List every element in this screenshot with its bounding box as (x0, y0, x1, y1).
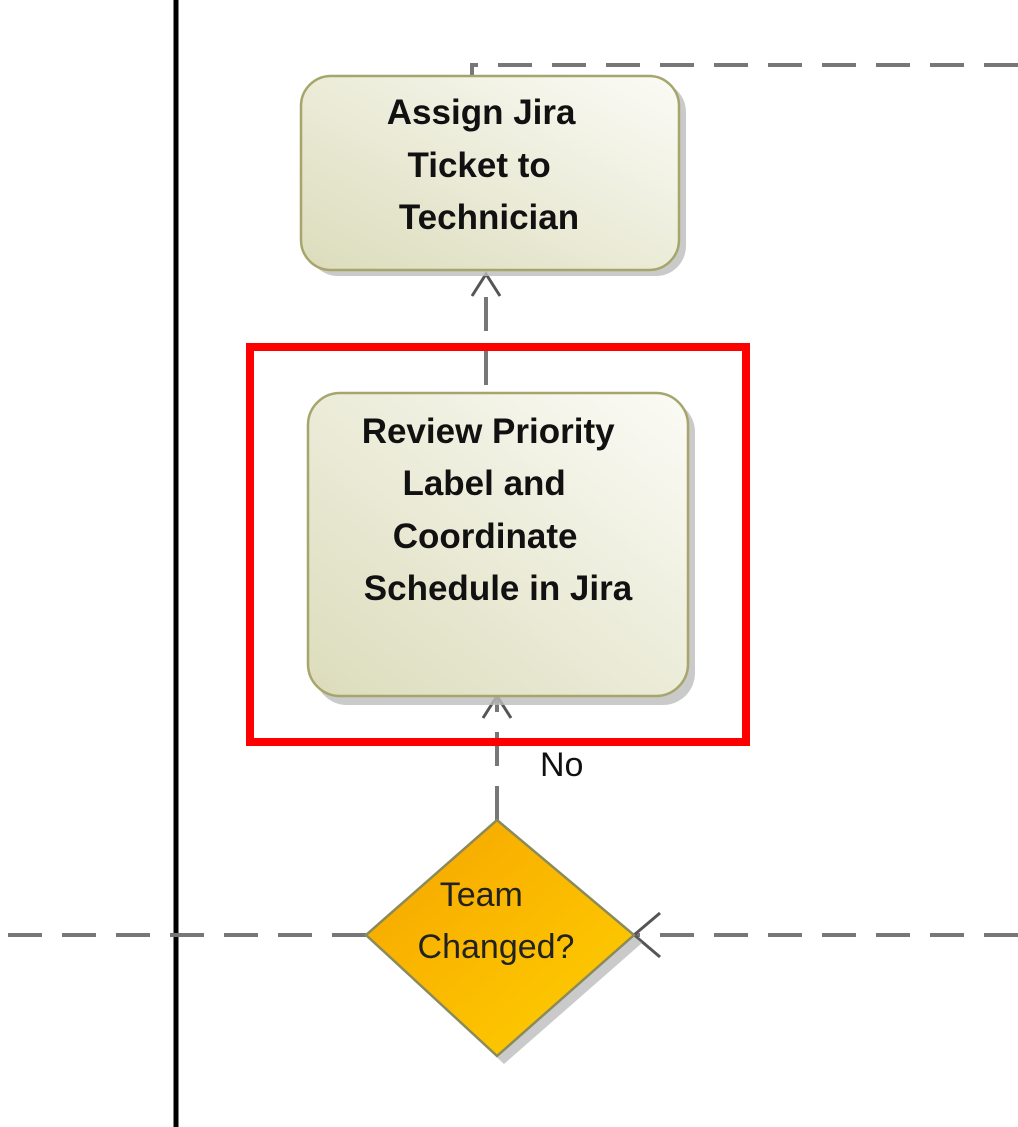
highlight-box (246, 343, 750, 746)
node-assign-line-3: Technician (399, 198, 579, 237)
decision-line-2: Changed? (418, 928, 575, 966)
node-review-line-1: Review Priority (362, 412, 615, 451)
node-review-line-4: Schedule in Jira (364, 569, 633, 608)
svg-text:Review Priority Label an: Review Priority Label and Coordinate Sch… (362, 412, 633, 608)
connector-top (470, 63, 1018, 76)
decision-line-1: Team (440, 876, 523, 914)
edge-label-no: No (540, 746, 583, 784)
node-review-line-2: Label and (402, 464, 565, 503)
node-assign-ticket[interactable]: Assign Jira Ticket to Technician (299, 74, 686, 276)
arrowhead-assign (470, 271, 502, 297)
node-assign-line-1: Assign Jira (387, 93, 576, 132)
node-assign-line-2: Ticket to (407, 146, 550, 185)
node-review-line-3: Coordinate (393, 517, 578, 556)
svg-text:Assign Jira Ticket to: Assign Jira Ticket to Technician (387, 93, 585, 237)
decision-team-changed[interactable]: Team Changed? (364, 818, 642, 1064)
svg-text:Team Changed?: Team Changed? (418, 876, 575, 966)
node-review-priority[interactable]: Review Priority Label and Coordinate Sch… (306, 391, 695, 705)
